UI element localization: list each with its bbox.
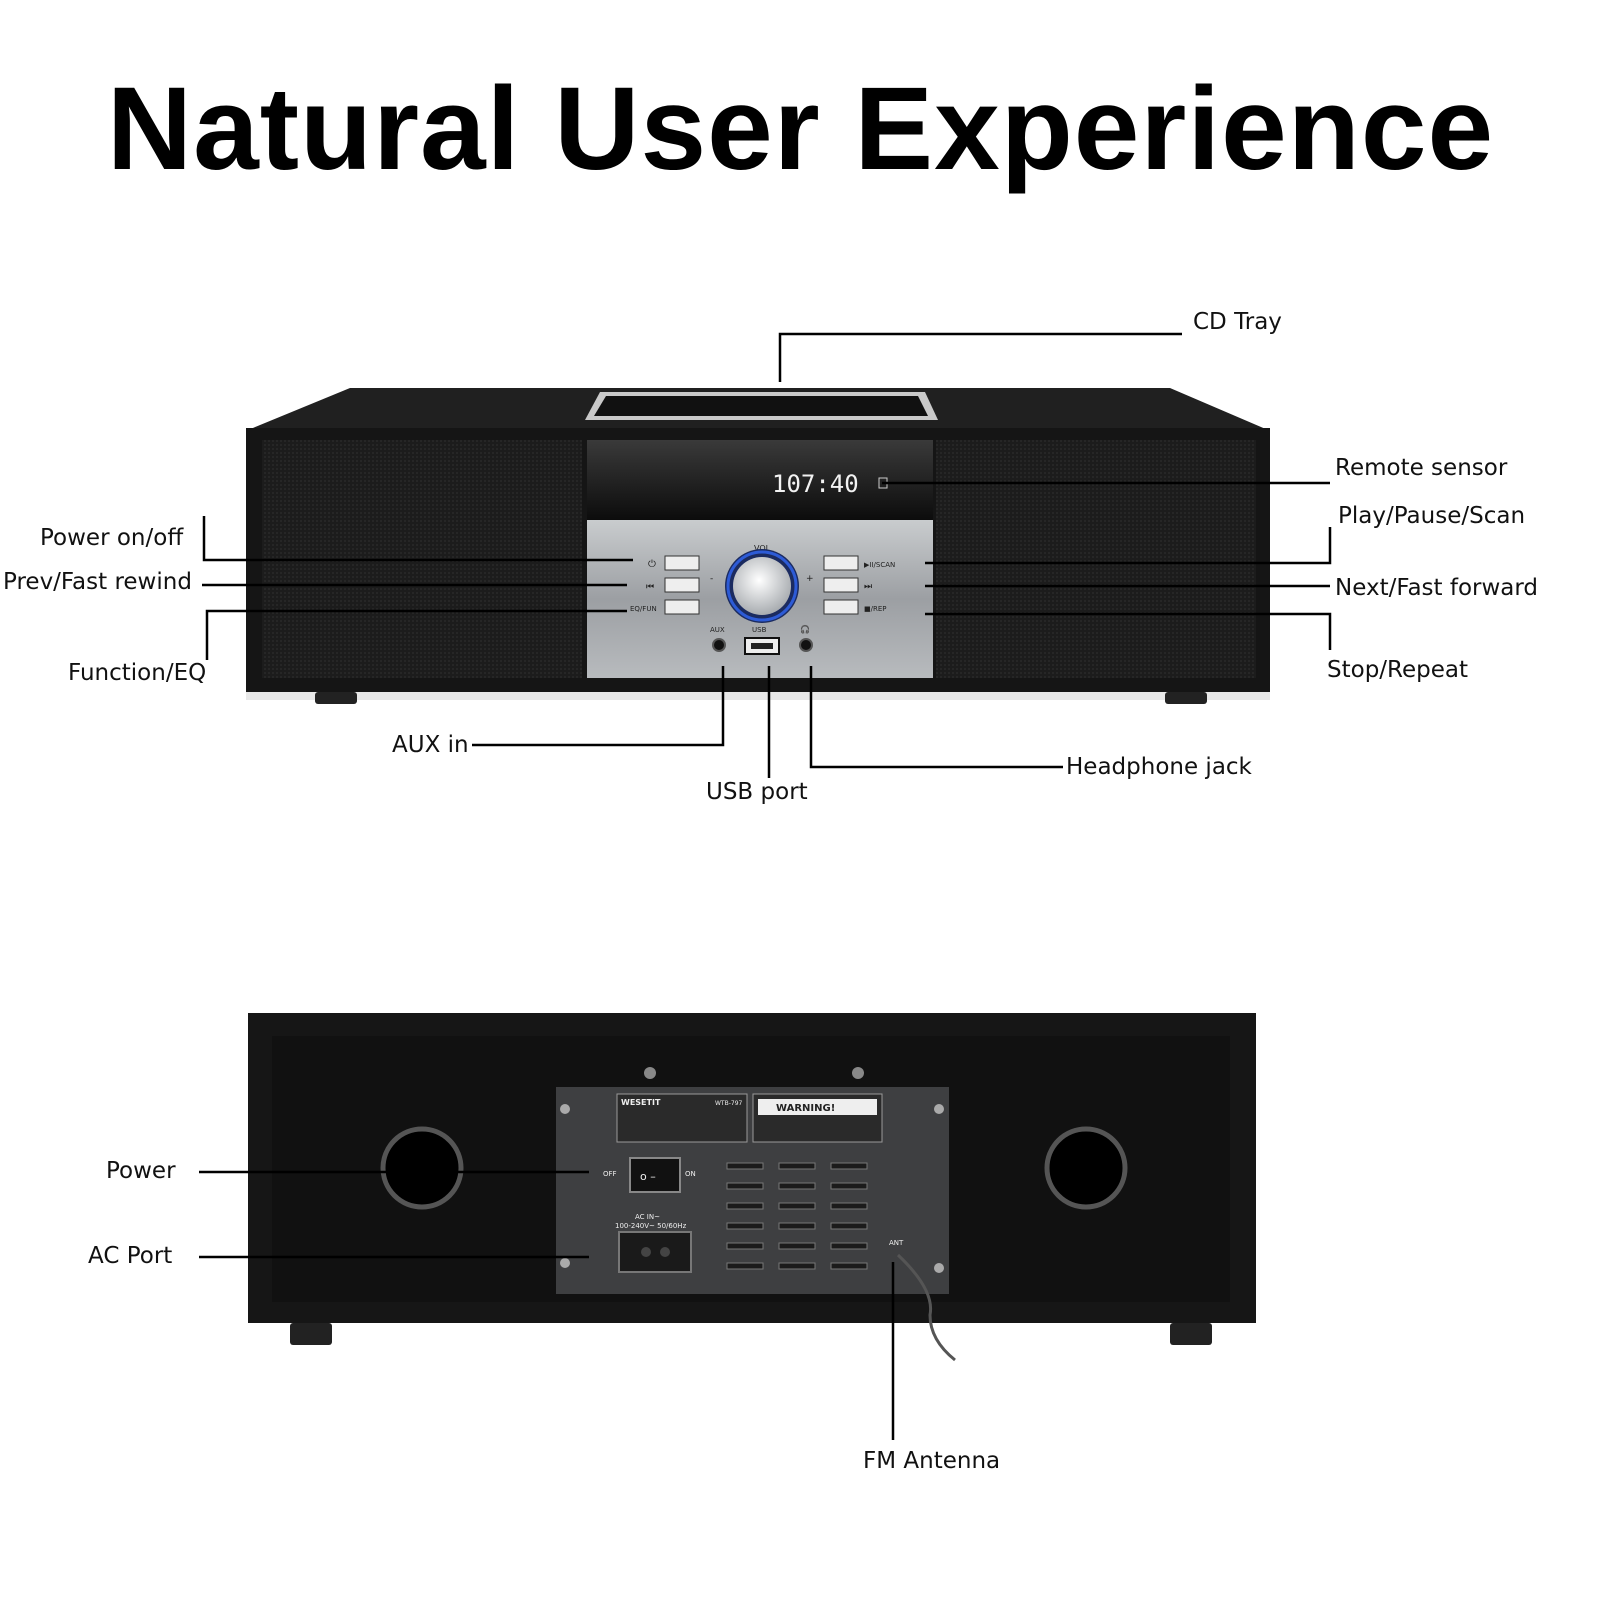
ant-text: ANT (889, 1239, 904, 1247)
screw (560, 1258, 570, 1268)
usb-socket-inner (751, 643, 773, 649)
warning-banner (758, 1099, 877, 1115)
screw (934, 1104, 944, 1114)
label-prev-fast-rewind: Prev/Fast rewind (3, 569, 192, 595)
aux-text: AUX (710, 626, 725, 634)
ac-pin (660, 1247, 670, 1257)
label-aux-in: AUX in (392, 732, 469, 758)
label-next-fast-forward: Next/Fast forward (1335, 575, 1539, 601)
ac-pin (641, 1247, 651, 1257)
back-foot-right (1170, 1323, 1212, 1345)
vent-slots (726, 1162, 868, 1270)
switch-on-text: ON (685, 1170, 696, 1178)
ac-socket (618, 1231, 692, 1273)
display-digits: 107:40 (772, 470, 859, 498)
next-glyph: ⏭ (864, 582, 872, 592)
label-remote-sensor: Remote sensor (1335, 455, 1508, 481)
back-unit: WESETIT WTB-797 WARNING! OFF ON o – AC I… (248, 1013, 1256, 1362)
vent-slot (830, 1182, 868, 1190)
antenna-wire (896, 1253, 956, 1362)
vent-slot (726, 1242, 764, 1250)
switch-glyph: o – (640, 1170, 656, 1183)
front-unit: 107:40 ⏻ ⏮ EQ/FUN ▶II/SCAN ⏭ ■/REP VOL -… (246, 388, 1270, 704)
vent-slot (726, 1222, 764, 1230)
next-button (823, 577, 859, 593)
cd-tray-window (594, 396, 928, 416)
label-headphone-jack: Headphone jack (1066, 754, 1252, 780)
switch-off-text: OFF (603, 1170, 617, 1178)
callout-lines (199, 332, 1332, 1440)
front-shadow (246, 692, 1270, 700)
vent-slot (830, 1242, 868, 1250)
brand-text: WESETIT (621, 1098, 661, 1107)
volume-knob-glow (726, 550, 798, 622)
ac-in-text: AC IN~ (635, 1213, 660, 1221)
label-play-pause-scan: Play/Pause/Scan (1338, 503, 1526, 529)
label-fm-antenna: FM Antenna (863, 1448, 1001, 1474)
label-cd-tray: CD Tray (1193, 309, 1282, 335)
vent-slot (830, 1222, 868, 1230)
vent-slot (778, 1222, 816, 1230)
scan-text: ▶II/SCAN (864, 561, 895, 569)
usb-text: USB (752, 626, 767, 634)
power-glyph: ⏻ (648, 559, 656, 570)
label-power: Power (106, 1158, 176, 1184)
vent-slot (778, 1262, 816, 1270)
vent-slot (726, 1262, 764, 1270)
prev-glyph: ⏮ (646, 582, 654, 592)
vent-slot (726, 1162, 764, 1170)
spec-sticker (616, 1093, 748, 1143)
screw (644, 1067, 656, 1079)
play-pause-button (823, 555, 859, 571)
label-usb-port: USB port (706, 779, 808, 805)
vent-slot (778, 1182, 816, 1190)
front-foot-left (315, 692, 357, 704)
screw (560, 1104, 570, 1114)
label-ac-port: AC Port (88, 1243, 173, 1269)
left-bass-port (380, 1126, 464, 1210)
power-switch (629, 1157, 681, 1193)
eq-fun-text: EQ/FUN (630, 605, 657, 613)
stop-button (823, 599, 859, 615)
headphone-glyph: 🎧 (800, 624, 810, 634)
rep-text: ■/REP (864, 605, 886, 613)
vent-slot (726, 1182, 764, 1190)
volume-knob (733, 557, 791, 615)
label-stop-repeat: Stop/Repeat (1327, 657, 1468, 683)
vent-slot (830, 1162, 868, 1170)
page-title: Natural User Experience (106, 63, 1495, 195)
screw (934, 1263, 944, 1273)
vent-slot (778, 1162, 816, 1170)
back-foot-left (290, 1323, 332, 1345)
vol-minus: - (710, 574, 713, 584)
right-speaker-grille (936, 440, 1256, 678)
ac-rating-text: 100-240V~ 50/60Hz (615, 1222, 687, 1230)
display-window (587, 440, 933, 520)
label-function-eq: Function/EQ (68, 660, 207, 686)
model-text: WTB-797 (715, 1100, 743, 1107)
screw (852, 1067, 864, 1079)
warning-text: WARNING! (776, 1103, 835, 1114)
front-foot-right (1165, 692, 1207, 704)
label-power-on-off: Power on/off (40, 525, 184, 551)
vent-slot (726, 1202, 764, 1210)
vent-slot (830, 1262, 868, 1270)
vol-text: VOL (754, 544, 771, 553)
power-button (664, 555, 700, 571)
headphone-jack (799, 638, 813, 652)
right-bass-port (1044, 1126, 1128, 1210)
vent-slot (830, 1202, 868, 1210)
aux-jack (712, 638, 726, 652)
vent-slot (778, 1202, 816, 1210)
prev-button (664, 577, 700, 593)
vent-slot (778, 1242, 816, 1250)
vol-plus: + (806, 574, 814, 584)
eq-fun-button (664, 599, 700, 615)
